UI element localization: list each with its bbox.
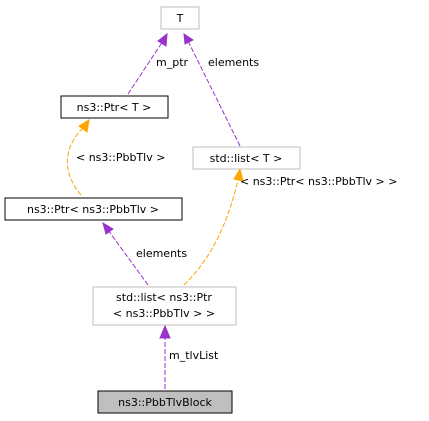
edge-label-template-list: < ns3::Ptr< ns3::PbbTlv > > [240, 175, 397, 188]
edge-label-template-ptr: < ns3::PbbTlv > [76, 151, 165, 164]
edge-m-ptr: m_ptr [127, 32, 189, 95]
node-ptr-t[interactable]: ns3::Ptr< T > [60, 95, 169, 119]
node-t-label: T [176, 12, 184, 25]
edge-template-ptr: < ns3::PbbTlv > [67, 119, 165, 196]
node-ptr-t-label: ns3::Ptr< T > [77, 101, 152, 114]
edge-elements-bottom: elements [102, 221, 187, 286]
edge-label-elements-top: elements [208, 56, 259, 69]
node-t[interactable]: T [160, 6, 200, 30]
node-ptr-pbbtlv-label: ns3::Ptr< ns3::PbbTlv > [27, 203, 159, 216]
edge-m-tlvlist: m_tlvList [159, 324, 219, 389]
node-list-ptr-pbbtlv-line1: std::list< ns3::Ptr [116, 291, 212, 304]
node-ptr-pbbtlv[interactable]: ns3::Ptr< ns3::PbbTlv > [4, 197, 183, 221]
node-list-t[interactable]: std::list< T > [192, 146, 301, 170]
edge-label-elements-bottom: elements [136, 247, 187, 260]
node-list-ptr-pbbtlv[interactable]: std::list< ns3::Ptr < ns3::PbbTlv > > [92, 286, 237, 326]
node-pbbtlvblock[interactable]: ns3::PbbTlvBlock [97, 390, 233, 414]
node-pbbtlvblock-label: ns3::PbbTlvBlock [118, 396, 212, 409]
edge-label-m-tlvlist: m_tlvList [169, 349, 219, 362]
edge-elements-top: elements [183, 32, 259, 147]
edge-template-list: < ns3::Ptr< ns3::PbbTlv > > [183, 167, 397, 286]
node-list-t-label: std::list< T > [210, 152, 283, 165]
node-list-ptr-pbbtlv-line2: < ns3::PbbTlv > > [113, 307, 215, 320]
edge-label-m-ptr: m_ptr [156, 56, 189, 69]
